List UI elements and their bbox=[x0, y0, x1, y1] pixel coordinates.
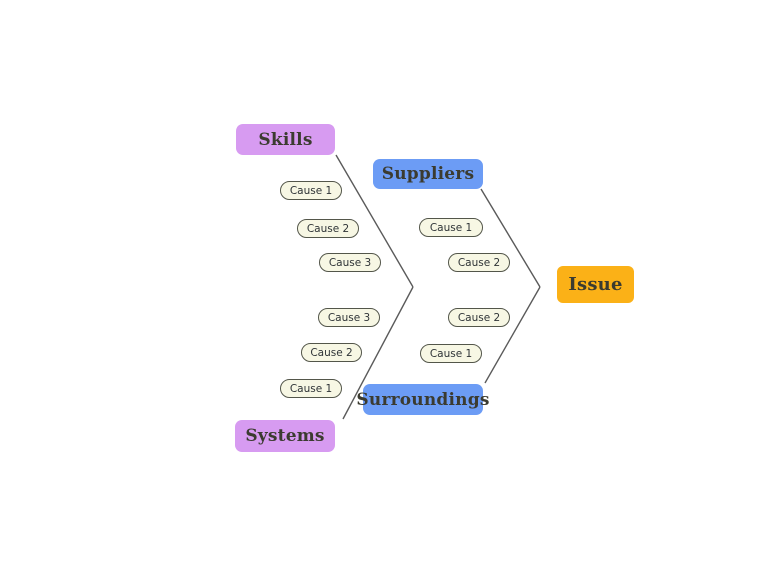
branch-line-skills bbox=[335, 154, 414, 288]
cause-pill-skills-1[interactable]: Cause 1 bbox=[280, 181, 342, 200]
category-box-surroundings[interactable]: Surroundings bbox=[356, 384, 489, 415]
cause-pill-suppliers-1[interactable]: Cause 1 bbox=[419, 218, 483, 237]
branch-line-systems bbox=[342, 286, 414, 420]
cause-pill-suppliers-2[interactable]: Cause 2 bbox=[448, 253, 510, 272]
cause-pill-systems-1[interactable]: Cause 1 bbox=[280, 379, 342, 398]
cause-pill-systems-2[interactable]: Cause 2 bbox=[301, 343, 362, 362]
branch-line-surroundings bbox=[484, 286, 541, 384]
category-label-suppliers: Suppliers bbox=[381, 164, 475, 184]
cause-pill-surroundings-1[interactable]: Cause 1 bbox=[420, 344, 482, 363]
issue-label: Issue bbox=[568, 274, 623, 295]
category-box-skills[interactable]: Skills bbox=[236, 124, 335, 155]
cause-pill-systems-3[interactable]: Cause 3 bbox=[318, 308, 380, 327]
cause-pill-skills-2[interactable]: Cause 2 bbox=[297, 219, 359, 238]
cause-pill-surroundings-2[interactable]: Cause 2 bbox=[448, 308, 510, 327]
cause-pill-skills-3[interactable]: Cause 3 bbox=[319, 253, 381, 272]
branch-line-suppliers bbox=[480, 188, 541, 288]
category-label-skills: Skills bbox=[258, 129, 313, 150]
category-box-systems[interactable]: Systems bbox=[235, 420, 335, 452]
category-label-surroundings: Surroundings bbox=[356, 389, 490, 410]
category-box-suppliers[interactable]: Suppliers bbox=[373, 159, 483, 189]
issue-box[interactable]: Issue bbox=[557, 266, 634, 303]
category-label-systems: Systems bbox=[245, 426, 325, 446]
